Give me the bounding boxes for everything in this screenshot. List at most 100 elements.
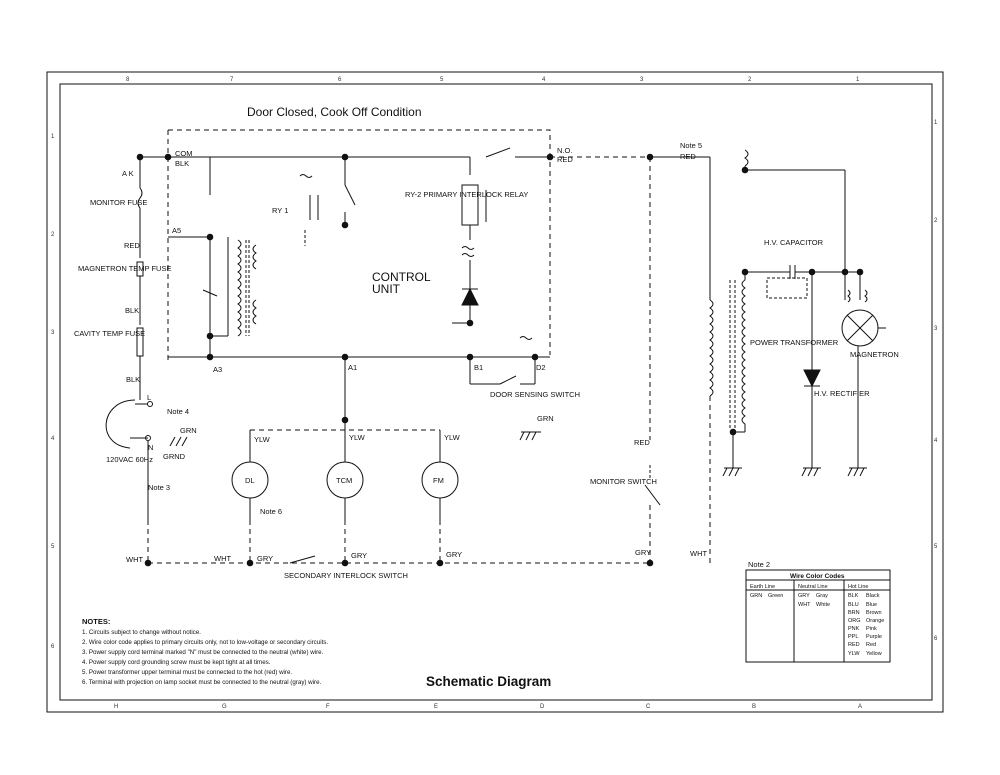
wire-code-right-1-code: BLK: [848, 593, 859, 599]
note-item-5: 5. Power transformer upper terminal must…: [82, 669, 292, 676]
label-red-mid: RED: [634, 438, 650, 447]
wire-code-right-3-color: Brown: [866, 610, 882, 616]
label-no: N.O.: [557, 146, 572, 155]
label-wht2: WHT: [214, 554, 231, 563]
grid-left-3: 3: [51, 330, 55, 336]
grid-top-7: 7: [230, 77, 234, 83]
grid-top-3: 3: [640, 77, 644, 83]
note-item-4: 4. Power supply cord grounding screw mus…: [82, 659, 271, 666]
label-gry1: GRY: [257, 554, 273, 563]
grid-right-4: 4: [934, 438, 938, 444]
label-grn-mid: GRN: [537, 414, 554, 423]
label-note5: Note 5: [680, 141, 702, 150]
wire-code-mid-2-code: WHT: [798, 602, 811, 608]
label-hv-rectifier: H.V. RECTIFIER: [814, 389, 870, 398]
label-gry4: GRY: [635, 548, 651, 557]
wire-code-right-3-code: BRN: [848, 610, 860, 616]
grid-top-2: 2: [748, 77, 752, 83]
wire-code-right-7-code: RED: [848, 642, 860, 648]
ground-symbols: [519, 431, 867, 477]
junction-ry1-low: [341, 221, 349, 229]
wire-code-right-8-color: Yellow: [866, 651, 882, 657]
grid-right-1: 1: [934, 120, 938, 126]
label-note4: Note 4: [167, 407, 189, 416]
grid-right-5: 5: [934, 544, 938, 550]
grid-top-4: 4: [542, 77, 546, 83]
label-door-sensing-switch: DOOR SENSING SWITCH: [490, 390, 580, 399]
label-d2: D2: [536, 363, 546, 372]
junction-a3-upper: [206, 332, 214, 340]
label-ry2: RY-2 PRIMARY INTERLOCK RELAY: [405, 190, 528, 199]
grid-right-3: 3: [934, 326, 938, 332]
door-sensing-switch-symbol: [469, 357, 536, 385]
wire-code-left-1-code: GRN: [750, 593, 762, 599]
junction-wht2: [246, 559, 254, 567]
label-red-left: RED: [124, 241, 140, 250]
label-com: COM: [175, 149, 193, 158]
notes-heading: NOTES:: [82, 617, 110, 626]
junction-com-right: [164, 153, 172, 161]
condition-heading: Door Closed, Cook Off Condition: [247, 105, 422, 119]
label-blk-top: BLK: [175, 159, 189, 168]
note-item-1: 1. Circuits subject to change without no…: [82, 629, 201, 636]
junction-cap-left: [741, 268, 749, 276]
load-branches: [231, 357, 459, 520]
transformer-secondary: [741, 279, 746, 425]
label-ylw3: YLW: [444, 433, 461, 442]
wire-code-right-5-color: Pink: [866, 626, 877, 632]
wire-code-right-4-code: ORG: [848, 618, 861, 624]
wire-codes-header-earth: Earth Line: [750, 584, 775, 590]
label-ry1: RY 1: [272, 206, 288, 215]
grid-top-6: 6: [338, 77, 342, 83]
grid-right-6: 6: [934, 636, 938, 642]
label-120vac: 120VAC 60Hz: [106, 455, 153, 464]
grid-bottom-b: B: [752, 704, 756, 710]
wire-code-right-6-code: PPL: [848, 634, 858, 640]
grid-bottom-f: F: [326, 704, 330, 710]
notes-block: NOTES: 1. Circuits subject to change wit…: [82, 617, 328, 686]
junction-filament: [741, 166, 749, 174]
wire-code-right-6-color: Purple: [866, 634, 882, 640]
label-monitor-switch: MONITOR SWITCH: [590, 477, 657, 486]
grid-top-5: 5: [440, 77, 444, 83]
label-gry2: GRY: [351, 551, 367, 560]
label-wht1: WHT: [126, 555, 143, 564]
label-blk-mid: BLK: [125, 306, 139, 315]
junction-com: [136, 153, 144, 161]
junction-magnetron2: [856, 268, 864, 276]
grid-top-8: 8: [126, 77, 130, 83]
label-a3: A3: [213, 365, 222, 374]
junction-wht1: [144, 559, 152, 567]
label-cavity-temp-fuse: CAVITY TEMP FUSE: [74, 329, 145, 338]
wire-code-mid-1-code: GRY: [798, 593, 810, 599]
component-labels: COM BLK A K MONITOR FUSE RED A5 MAGNETRO…: [74, 141, 899, 580]
control-unit-label: CONTROL: [372, 270, 431, 284]
note-item-6: 6. Terminal with projection on lamp sock…: [82, 679, 322, 686]
grid-bottom-h: H: [114, 704, 118, 710]
wire-codes-header-hot: Hot Line: [848, 584, 869, 590]
label-blk-low: BLK: [126, 375, 140, 384]
wire-code-right-2-code: BLU: [848, 602, 859, 608]
wire-color-codes-table: Wire Color Codes Earth Line Neutral Line…: [745, 569, 891, 663]
transformer-primary: [709, 299, 714, 397]
label-note2: Note 2: [748, 560, 770, 569]
label-secondary-interlock-switch: SECONDARY INTERLOCK SWITCH: [284, 571, 408, 580]
label-gry3: GRY: [446, 550, 462, 559]
grid-bottom-e: E: [434, 704, 438, 710]
junction-gry: [341, 559, 349, 567]
note-item-2: 2. Wire color code applies to primary ci…: [82, 639, 328, 646]
label-tcm: TCM: [336, 476, 352, 485]
grid-bottom-g: G: [222, 704, 227, 710]
label-b1: B1: [474, 363, 483, 372]
label-grnd: GRND: [163, 452, 186, 461]
wire-codes-title: Wire Color Codes: [790, 573, 845, 580]
junction-cap-right: [808, 268, 816, 276]
grid-left-5: 5: [51, 544, 55, 550]
wire-code-mid-1-color: Gray: [816, 593, 828, 599]
junction-gry2: [436, 559, 444, 567]
wire-code-right-7-color: Red: [866, 642, 876, 648]
hv-capacitor-resistor: [766, 277, 808, 299]
note-item-3: 3. Power supply cord terminal marked "N"…: [82, 649, 324, 656]
